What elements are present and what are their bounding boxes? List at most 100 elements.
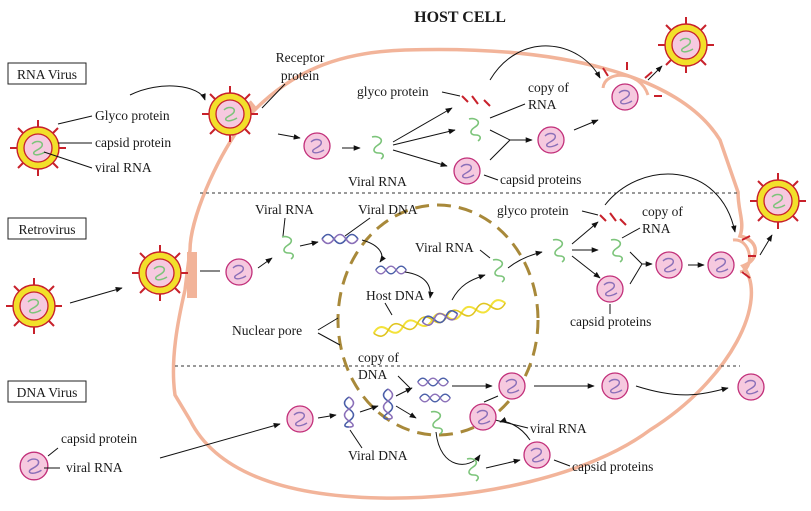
label-retro-capsid-proteins: capsid proteins (570, 314, 651, 329)
membrane-bud-middle (732, 238, 752, 274)
capsid-assembled (537, 126, 565, 154)
arrow-capsid-to-assembly (499, 417, 531, 441)
retro-viral-dna (321, 233, 359, 245)
arrow-retro-rna (257, 257, 273, 269)
assembly-join (489, 129, 532, 161)
leader-copy-dna (397, 375, 411, 389)
leader-copy-rna (489, 103, 526, 119)
arrow-to-bud (573, 119, 599, 131)
label-retro-viral-dna: Viral DNA (358, 202, 418, 217)
leader-glyco (57, 115, 93, 125)
label-copy-of-dna: copy of (358, 350, 399, 365)
dna-virus-particle (19, 451, 49, 481)
retrovirus-particle (5, 277, 63, 335)
arrow-to-capsid-protein (392, 149, 448, 167)
leader-pore-1 (317, 317, 339, 331)
legend-glyco-protein: Glyco protein (95, 108, 170, 123)
glyco-protein-spikes (461, 95, 491, 107)
released-dna-virus (737, 373, 765, 401)
arrow-retro-to-capsid (571, 255, 601, 279)
section-label-retrovirus: Retrovirus (19, 222, 76, 237)
section-box-rna-virus (7, 62, 87, 85)
arrow-dna-exit-2 (635, 385, 729, 396)
arrow-dna-transcribe (395, 405, 417, 419)
dna-copy-1 (416, 377, 450, 387)
leader-receptor (261, 83, 286, 109)
section-label-rna-virus: RNA Virus (17, 67, 77, 82)
arrow-to-copy-rna (392, 128, 456, 146)
arrow-release-top (647, 65, 663, 81)
label-host-dna: Host DNA (366, 288, 424, 303)
arrow-glyco-to-bud (489, 45, 601, 81)
leader-retro-dna (344, 217, 371, 237)
arrow-dna-replication (359, 405, 379, 413)
dna-capsid-exiting (601, 372, 629, 400)
label-retro-copy-of: copy of (642, 204, 683, 219)
label-nuclear-viral-rna: Viral RNA (415, 240, 474, 255)
retro-assembly-join (629, 251, 652, 285)
host-cell-membrane (171, 47, 758, 500)
arrow-dna-copy (395, 387, 413, 397)
arrow-dna-release (317, 413, 337, 419)
bud-spikes-top (602, 62, 662, 97)
label-retro-viral-rna: Viral RNA (255, 202, 314, 217)
leader-dna-viral-dna (349, 429, 363, 449)
nuclear-viral-rna (492, 258, 505, 283)
dna-capsid-protein (523, 441, 551, 469)
capsid-protein-new (453, 157, 481, 185)
retro-viral-rna (281, 235, 294, 260)
dna-copy-2 (418, 393, 452, 403)
section-box-retrovirus (7, 217, 87, 240)
legend-dna-capsid-protein: capsid protein (61, 431, 137, 446)
leader-retro-rna (282, 217, 286, 237)
assembly-link (483, 395, 499, 403)
label-dna: DNA (358, 367, 387, 382)
label-dna-viral-dna: Viral DNA (348, 448, 408, 463)
capsid-budding (611, 83, 639, 111)
label-receptor: Receptor (276, 50, 325, 65)
retro-glyco-spikes (599, 212, 627, 226)
arrow-to-glyco (392, 107, 453, 143)
arrow-integration (404, 271, 434, 299)
arrow-rna-export (507, 250, 543, 269)
label-rna: RNA (528, 97, 557, 112)
rna-copy (468, 117, 481, 142)
legend-capsid-protein: capsid protein (95, 135, 171, 150)
host-dna-integrated (372, 299, 506, 337)
membrane-bud-top (601, 73, 650, 96)
arrow-retro-to-glyco (571, 221, 599, 245)
label-copy-of: copy of (528, 80, 569, 95)
leader-dna-capsid (47, 447, 59, 457)
leader-host-dna (384, 302, 393, 316)
label-glyco-protein: glyco protein (357, 84, 429, 99)
arrow-to-capsid-1 (277, 133, 301, 140)
label-retro-rna: RNA (642, 221, 671, 236)
arrow-rna-to-cytoplasm (435, 431, 481, 465)
arrow-retro-approach (69, 287, 123, 304)
viral-dna-strand-2 (382, 388, 394, 420)
receptor-protein-retro (187, 252, 197, 298)
viral-dna-in-nucleus (374, 265, 408, 275)
rna-virus-particle (9, 119, 67, 177)
nucleus (336, 203, 540, 437)
label-retro-glyco-protein: glyco protein (497, 203, 569, 218)
retro-capsid-assembled (655, 251, 683, 279)
arrow-retro-glyco-to-bud (604, 173, 737, 233)
viral-rna-strand (371, 135, 384, 160)
exported-viral-rna (552, 238, 565, 263)
leader-nuclear-rna (479, 249, 491, 259)
label-nuclear-pore: Nuclear pore (232, 323, 302, 338)
retrovirus-bound (131, 244, 189, 302)
diagram-title: HOST CELL (414, 9, 506, 26)
arrow-to-dna-capsid-protein (485, 458, 521, 469)
retro-capsid (225, 258, 253, 286)
arrow-dna-enter (159, 423, 281, 459)
leader-retro-copy (621, 227, 641, 239)
arrow-transcription (451, 274, 486, 301)
leader-glyco-protein (441, 91, 461, 97)
leader-viral-rna (43, 151, 93, 169)
section-label-dna-virus: DNA Virus (17, 385, 78, 400)
dna-assembly-capsid (469, 403, 497, 431)
